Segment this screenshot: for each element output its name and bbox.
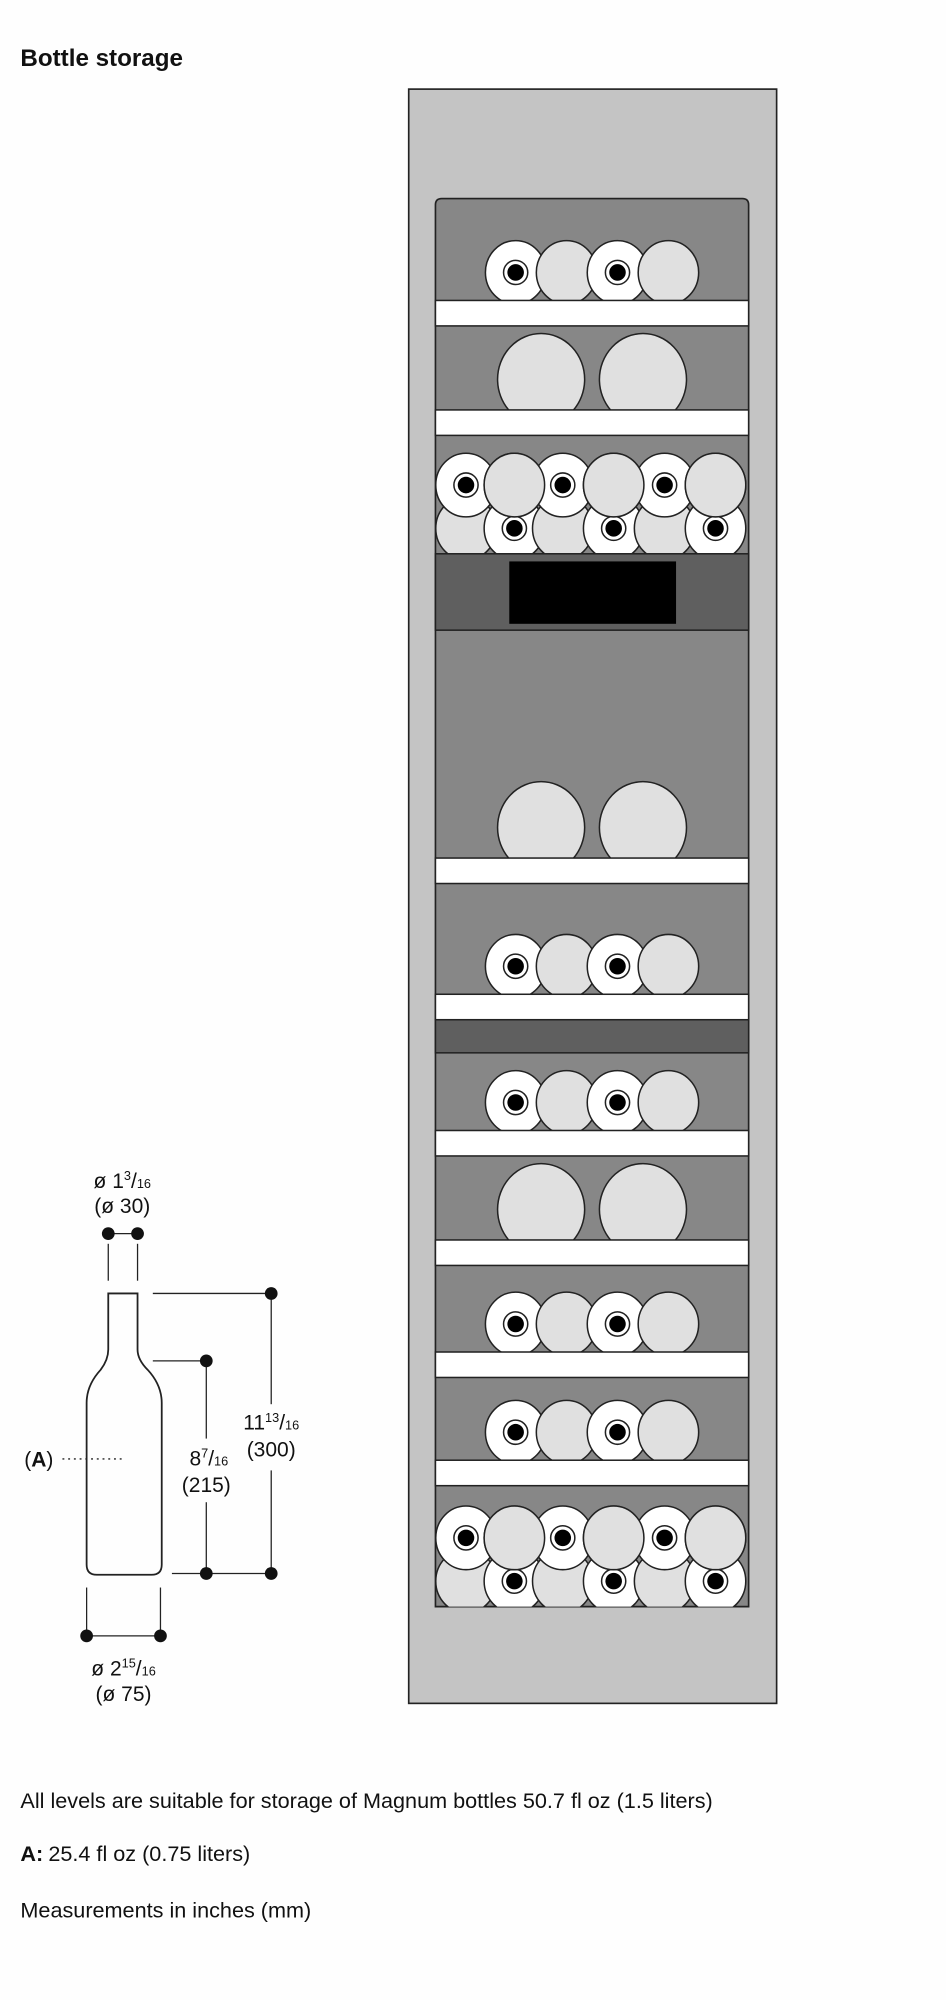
bottle-neck [633, 1505, 696, 1571]
bottle-base [582, 452, 645, 518]
shelf [434, 1351, 750, 1379]
bottle-base [582, 1505, 645, 1571]
shelf [434, 1129, 750, 1157]
body-diameter-inches: ø 215/16 [91, 1656, 155, 1681]
bottle-neck [435, 1505, 497, 1571]
shelf [434, 857, 750, 885]
bottle-base [637, 1291, 700, 1353]
body-diameter-mm: (ø 75) [96, 1683, 152, 1706]
shelf [434, 993, 750, 1021]
body-height-mm: (215) [182, 1474, 231, 1497]
bottle-base [684, 1505, 747, 1571]
bottle-base [637, 239, 700, 301]
bottle-neck [633, 452, 696, 518]
bottle-base [637, 1069, 700, 1131]
bottle-base [483, 1505, 546, 1571]
neck-diameter-mm: (ø 30) [94, 1195, 150, 1218]
dimension-dots [80, 1227, 278, 1643]
bottle-neck [484, 933, 547, 995]
bottle-neck [484, 239, 547, 301]
shelf [434, 299, 750, 327]
total-height-inches: 1113/16 [243, 1410, 299, 1435]
neck-diameter-inches: ø 13/16 [94, 1168, 151, 1193]
bottle-base [637, 1399, 700, 1461]
magnum-note: All levels are suitable for storage of M… [20, 1788, 712, 1813]
page-title: Bottle storage [20, 45, 183, 72]
units-note: Measurements in inches (mm) [20, 1897, 311, 1922]
bottle-base [483, 452, 546, 518]
bottle-base [598, 780, 688, 859]
bottle-base [637, 933, 700, 995]
body-height-inches: 87/16 [189, 1446, 228, 1471]
wine-cabinet-illustration [407, 88, 778, 1705]
bottle-neck [531, 1505, 594, 1571]
bottle-label-a: (A) [24, 1449, 53, 1472]
bottle-a-note: A:25.4 fl oz (0.75 liters) [20, 1841, 250, 1866]
shelf [434, 409, 750, 437]
control-display [509, 561, 677, 624]
bottle-neck [586, 1291, 649, 1353]
shelf [434, 1459, 750, 1487]
total-height-mm: (300) [247, 1438, 296, 1461]
bottle-neck [484, 1069, 547, 1131]
bottle-base [684, 452, 747, 518]
shelf [434, 1239, 750, 1267]
zone-divider [434, 1018, 750, 1054]
bottle-neck [586, 239, 649, 301]
bottle-base [496, 780, 586, 859]
bottle-dimension-drawing [62, 1232, 272, 1637]
bottle-outline [85, 1292, 163, 1576]
bottle-base [496, 1162, 586, 1240]
bottle-base [598, 1162, 688, 1240]
bottle-neck [586, 1069, 649, 1131]
bottle-base [598, 332, 688, 410]
bottle-base [496, 332, 586, 410]
